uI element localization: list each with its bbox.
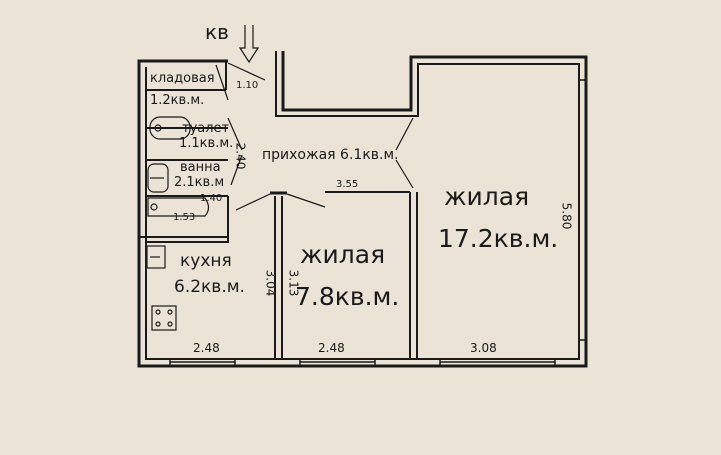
- storage-name: кладовая: [150, 71, 215, 86]
- dimension-label: 1.10: [236, 80, 259, 91]
- door-swing: [395, 159, 414, 189]
- wall-kitchen-top: [139, 196, 229, 243]
- entrance-label: кв: [205, 20, 229, 44]
- stove-icon: [151, 305, 177, 331]
- kitchen-area: 6.2кв.м.: [174, 277, 245, 297]
- toilet-area: 1.1кв.м.: [179, 136, 234, 151]
- window-right: [579, 79, 586, 341]
- bath-area: 2.1кв.м: [174, 175, 225, 190]
- outer-wall-inner: [145, 51, 580, 360]
- door-swing: [235, 193, 271, 211]
- kitchen-name: кухня: [180, 251, 232, 271]
- door-swing: [227, 117, 243, 151]
- dimension-label: 3.08: [470, 341, 497, 355]
- toilet-icon: [149, 116, 191, 140]
- dimension-label: 2.40: [233, 142, 248, 170]
- wall-rooms: [409, 192, 418, 359]
- living-small-area: 7.8кв.м.: [295, 282, 400, 311]
- door-swing: [286, 193, 326, 208]
- door-swing: [395, 117, 414, 151]
- dimension-label: 1.40: [200, 193, 223, 204]
- living-large-name: жилая: [444, 182, 530, 211]
- wall-kitchen-room: [274, 196, 283, 359]
- dimension-label: 5.80: [559, 202, 574, 230]
- windows: [169, 359, 556, 366]
- hallway-label: прихожая 6.1кв.м.: [262, 147, 399, 163]
- storage-area: 1.2кв.м.: [150, 93, 205, 108]
- kitchen-sink-icon: [146, 245, 166, 269]
- door-swing: [215, 64, 229, 101]
- dimension-label: 2.48: [193, 341, 220, 355]
- living-large-area: 17.2кв.м.: [438, 224, 559, 253]
- bath-name: ванна: [180, 160, 221, 175]
- dimension-label: 1.53: [173, 212, 196, 223]
- bathtub-icon: [147, 197, 210, 217]
- door-swing: [230, 154, 243, 186]
- dimension-label: 3.04: [263, 269, 278, 297]
- partition: [146, 89, 228, 197]
- door-swing: [227, 62, 266, 81]
- toilet-name: туалет: [182, 121, 230, 136]
- living-small-name: жилая: [300, 240, 386, 269]
- entrance-arrow-icon: [238, 25, 260, 64]
- dimension-label: 2.48: [318, 341, 345, 355]
- dimension-label: 3.55: [336, 179, 359, 190]
- sink-icon: [147, 163, 169, 193]
- outer-wall: [137, 51, 588, 368]
